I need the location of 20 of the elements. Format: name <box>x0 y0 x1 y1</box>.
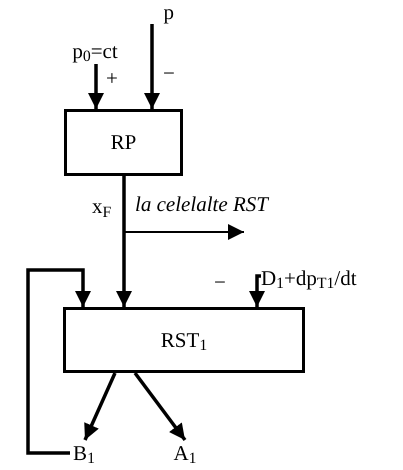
arrow <box>83 372 117 441</box>
signal-label: D$_{1}$+dp$_{T1}$/dt <box>261 266 397 290</box>
arrow <box>249 274 265 307</box>
block-box: RP <box>64 109 183 176</box>
signal-label: p <box>148 0 174 24</box>
arrow <box>116 176 132 307</box>
block-box: RST$_{1}$ <box>63 307 305 373</box>
edge-label: + <box>106 68 118 89</box>
edge-label: − <box>214 272 226 293</box>
edge-label: x$_{F}$ <box>92 196 112 217</box>
arrow <box>123 176 244 240</box>
arrow <box>26 268 91 455</box>
signal-label: A$_{1}$ <box>170 440 200 466</box>
signal-label: p$_{0}$=ct <box>62 38 128 64</box>
edge-label: la celelalte RST <box>135 194 268 215</box>
edge-label: − <box>163 63 175 84</box>
signal-label: B$_{1}$ <box>70 440 98 466</box>
arrow <box>144 24 160 109</box>
arrow <box>134 372 186 442</box>
arrow <box>88 64 104 109</box>
